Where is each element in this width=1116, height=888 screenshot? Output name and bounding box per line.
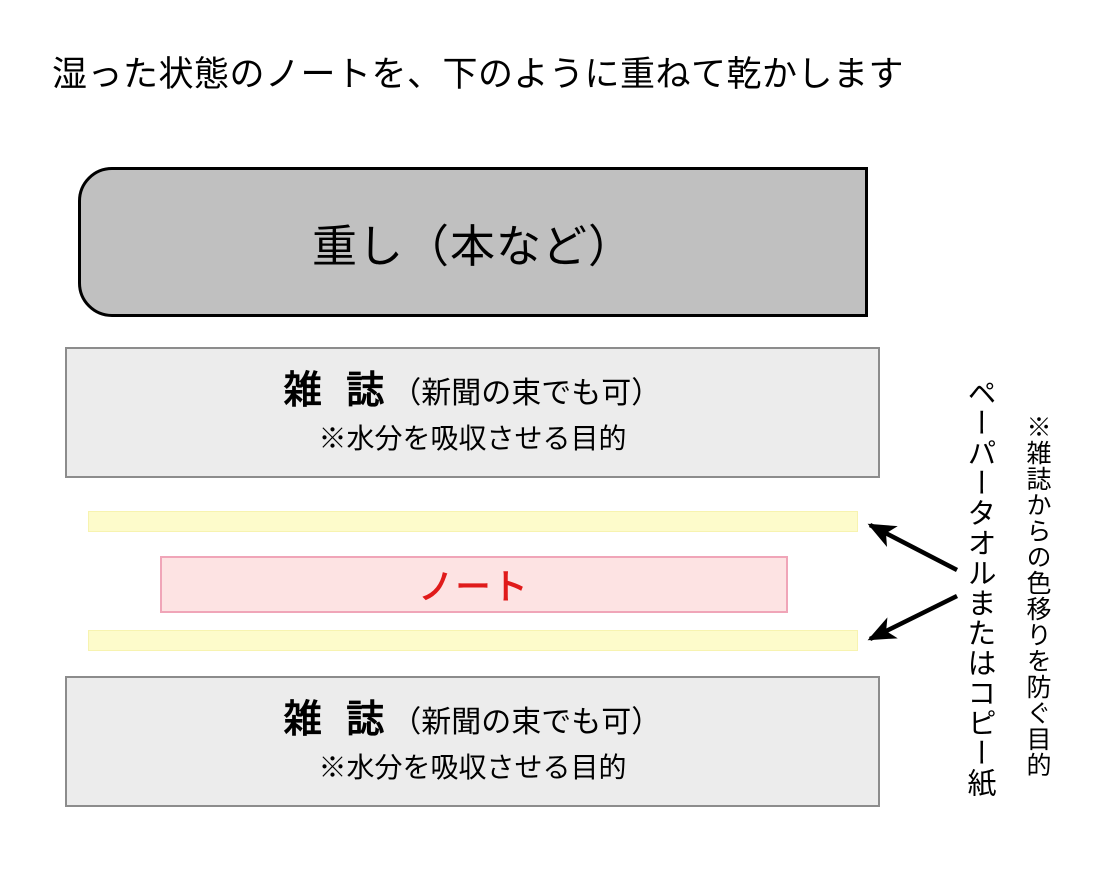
paper-towel-strip-top bbox=[88, 511, 858, 532]
callout-paper-towel: ペーパータオルまたはコピー紙 bbox=[963, 378, 995, 798]
note-block-label: ノート bbox=[418, 568, 530, 607]
magazine-bottom-heading-sub: （新聞の束でも可） bbox=[391, 705, 662, 739]
weight-block: 重し（本など） bbox=[78, 167, 868, 317]
magazine-bottom-heading: 雑 誌（新聞の束でも可） bbox=[284, 701, 662, 739]
arrow-to-bottom-towel bbox=[867, 593, 958, 642]
page-title: 湿った状態のノートを、下のように重ねて乾かします bbox=[52, 55, 905, 94]
note-block: ノート bbox=[160, 556, 788, 613]
magazine-bottom-note: ※水分を吸収させる目的 bbox=[318, 752, 627, 784]
callout-magazine-purpose: ※雑誌からの色移りを防ぐ目的 bbox=[1023, 414, 1050, 778]
magazine-top-heading-main: 雑 誌 bbox=[283, 369, 392, 412]
magazine-block-bottom: 雑 誌（新聞の束でも可） ※水分を吸収させる目的 bbox=[65, 676, 880, 807]
magazine-top-heading-sub: （新聞の束でも可） bbox=[391, 376, 662, 410]
magazine-top-note: ※水分を吸収させる目的 bbox=[318, 423, 627, 455]
magazine-bottom-heading-main: 雑 誌 bbox=[283, 698, 392, 741]
paper-towel-strip-bottom bbox=[88, 630, 858, 651]
magazine-top-heading: 雑 誌（新聞の束でも可） bbox=[284, 372, 662, 410]
weight-block-label: 重し（本など） bbox=[311, 220, 634, 272]
arrow-to-top-towel bbox=[867, 523, 959, 572]
magazine-block-top: 雑 誌（新聞の束でも可） ※水分を吸収させる目的 bbox=[65, 347, 880, 478]
